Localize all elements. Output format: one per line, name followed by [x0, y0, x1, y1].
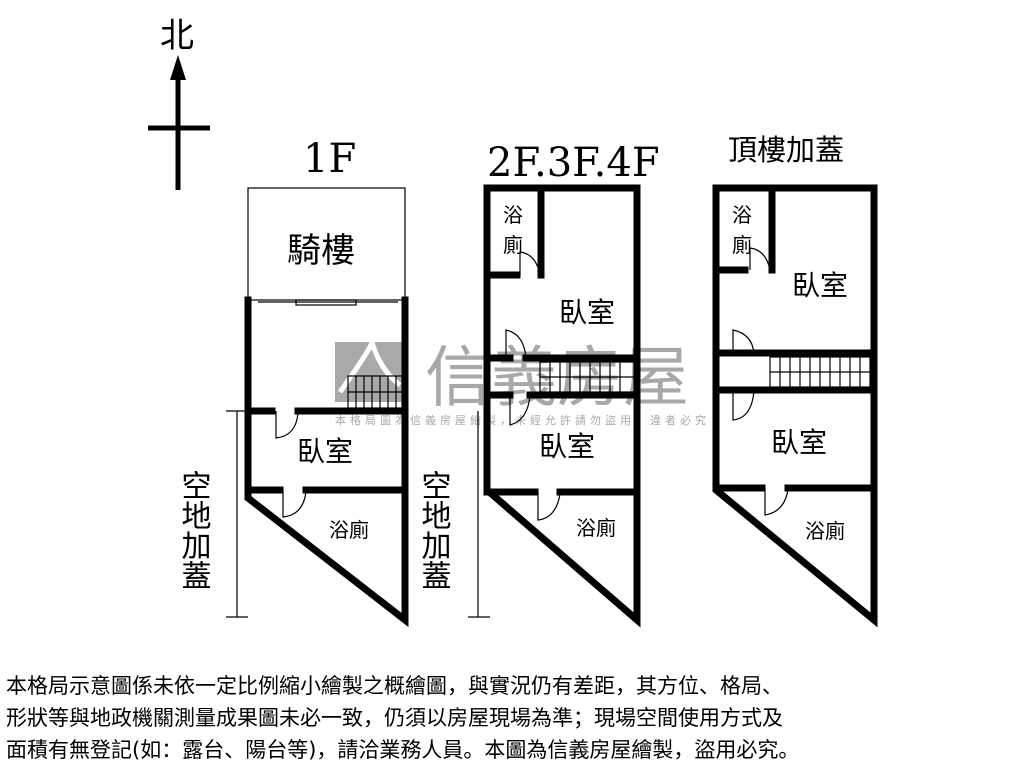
- room-label: 廁: [503, 233, 523, 257]
- room-label: 臥室: [771, 426, 827, 459]
- watermark-notice: 本格局圖為信義房屋繪製，未經允許請勿盜用，違者必究: [335, 413, 710, 427]
- room-label: 臥室: [539, 430, 595, 463]
- watermark: 信義房屋 本格局圖為信義房屋繪製，未經允許請勿盜用，違者必究: [335, 332, 710, 427]
- floor-title-1f: 1F: [303, 136, 356, 182]
- disclaimer-line: 形狀等與地政機關測量成果圖未必一致，仍須以房屋現場為準；現場空間使用方式及: [6, 706, 783, 730]
- room-label: 浴廁: [805, 519, 845, 543]
- disclaimer-line: 本格局示意圖係未依一定比例縮小繪製之概繪圖，與實況仍有差距，其方位、格局、: [6, 674, 783, 698]
- room-label: 臥室: [559, 296, 615, 329]
- room-label: 廁: [732, 233, 752, 257]
- disclaimer: 本格局示意圖係未依一定比例縮小繪製之概繪圖，與實況仍有差距，其方位、格局、 形狀…: [6, 670, 1021, 766]
- room-label: 浴: [503, 203, 523, 227]
- room-label: 臥室: [297, 435, 353, 468]
- disclaimer-line: 面積有無登記(如：露台、陽台等)，請洽業務人員。本圖為信義房屋繪製，盜用必究。: [6, 738, 800, 762]
- room-label: 浴: [732, 203, 752, 227]
- plan-roof: [712, 184, 878, 628]
- room-label: 臥室: [792, 269, 848, 302]
- room-label: 浴廁: [576, 516, 616, 540]
- floor-title-roof: 頂樓加蓋: [728, 133, 844, 167]
- room-label: 騎樓: [287, 231, 355, 271]
- floor-title-2f-4f: 2F.3F.4F: [487, 140, 660, 186]
- plan-1f: [226, 187, 409, 628]
- plan-2f-4f: [468, 184, 641, 628]
- north-arrow-icon: [148, 55, 210, 190]
- room-label: 浴廁: [329, 518, 369, 542]
- side-label: 空地加蓋: [416, 470, 452, 590]
- compass-label: 北: [160, 16, 194, 56]
- side-label: 空地加蓋: [176, 470, 212, 590]
